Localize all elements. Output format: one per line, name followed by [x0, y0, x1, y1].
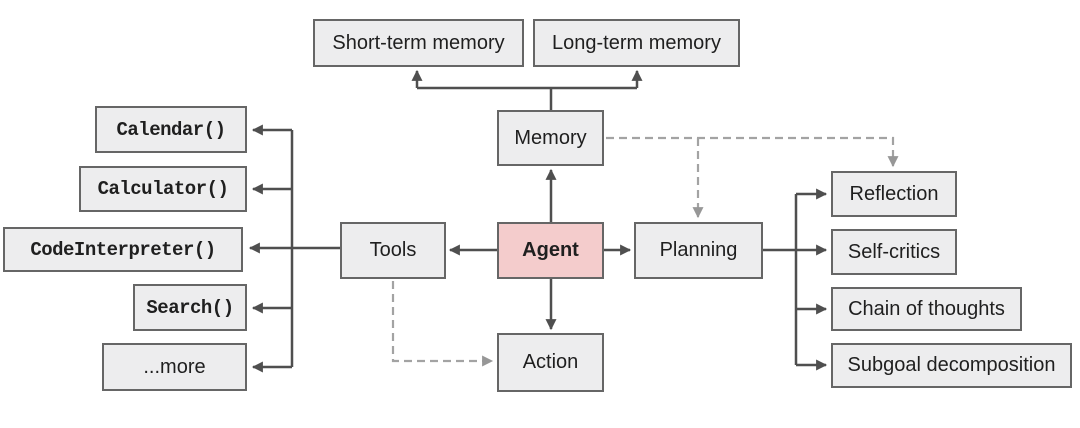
search-label: Search()	[146, 296, 234, 319]
reflection-label: Reflection	[849, 182, 939, 205]
action-label: Action	[522, 351, 579, 373]
tools-label: Tools	[369, 239, 417, 261]
dashed-arrow-tools-to-action	[391, 281, 494, 367]
node-planning: Planning	[634, 222, 763, 279]
long-term-memory-label: Long-term memory	[552, 31, 721, 54]
arrows-planning-to-strategies	[763, 188, 828, 371]
node-action: Action	[497, 333, 604, 392]
node-memory: Memory	[497, 110, 604, 166]
node-long-term-memory: Long-term memory	[533, 19, 740, 67]
self-critics-label: Self-critics	[847, 240, 941, 263]
calendar-label: Calendar()	[116, 118, 226, 141]
node-code-interpreter: CodeInterpreter()	[3, 227, 243, 272]
chain-of-thoughts-label: Chain of thoughts	[848, 297, 1005, 320]
node-search: Search()	[133, 284, 247, 331]
node-tools: Tools	[340, 222, 446, 279]
node-self-critics: Self-critics	[831, 229, 957, 275]
arrow-memory-to-term-memories	[411, 69, 643, 110]
node-short-term-memory: Short-term memory	[313, 19, 524, 67]
node-subgoal-decomposition: Subgoal decomposition	[831, 343, 1072, 388]
agent-label: Agent	[522, 239, 579, 261]
short-term-memory-label: Short-term memory	[332, 31, 505, 54]
subgoal-decomposition-label: Subgoal decomposition	[847, 354, 1056, 376]
arrows-tools-to-functions	[248, 124, 340, 373]
node-reflection: Reflection	[831, 171, 957, 217]
calculator-label: Calculator()	[97, 178, 229, 200]
node-more-tools: ...more	[102, 343, 247, 391]
node-chain-of-thoughts: Chain of thoughts	[831, 287, 1022, 331]
node-agent: Agent	[497, 222, 604, 279]
node-calendar: Calendar()	[95, 106, 247, 153]
memory-label: Memory	[514, 126, 587, 149]
dashed-arrow-memory-to-planning-reflection	[606, 136, 899, 219]
code-interpreter-label: CodeInterpreter()	[30, 238, 216, 261]
node-calculator: Calculator()	[79, 166, 247, 212]
planning-label: Planning	[659, 239, 738, 261]
more-tools-label: ...more	[143, 355, 206, 378]
